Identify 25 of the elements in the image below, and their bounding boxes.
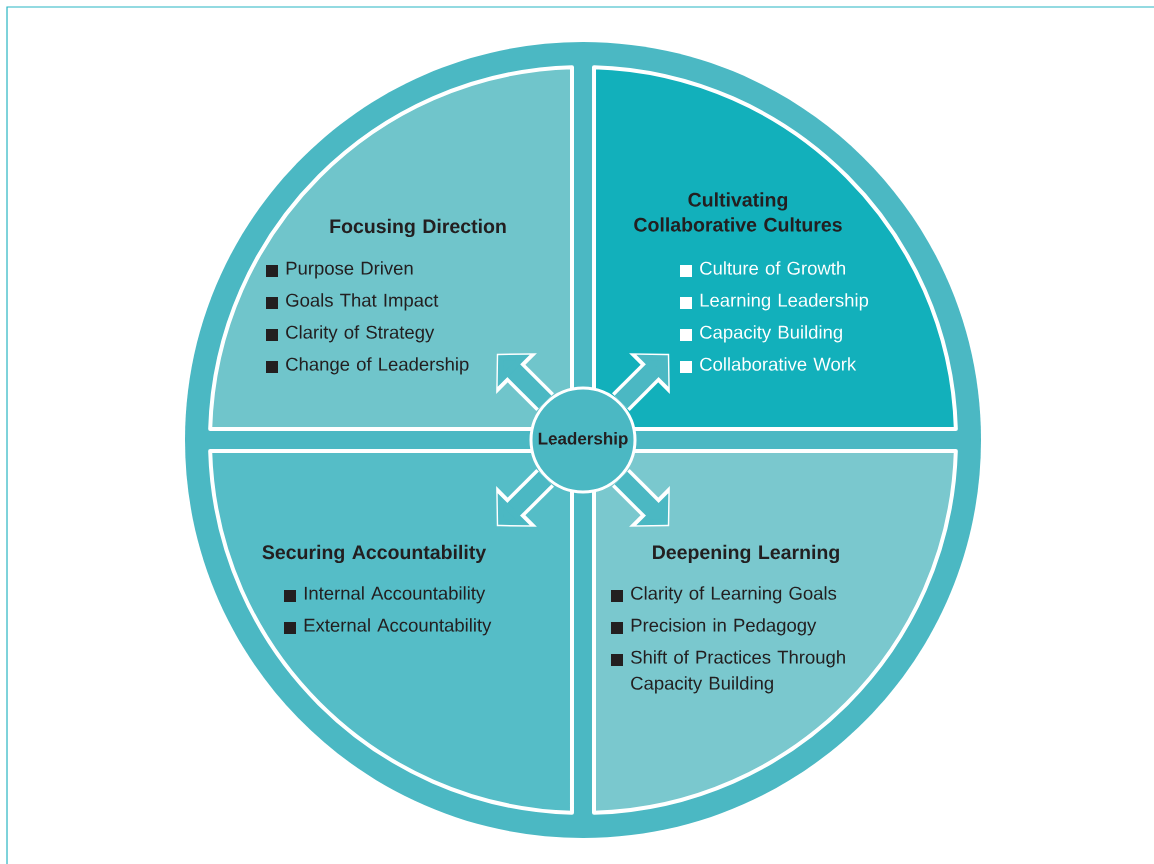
- quadrant-panel: [592, 449, 958, 815]
- panel-heading: Deepening Learning: [653, 544, 839, 564]
- panel-heading: Focusing Direction: [330, 218, 506, 238]
- quadrant-panel: [592, 65, 958, 431]
- panel-heading: Cultivating Collaborative Cultures: [634, 192, 842, 232]
- block-arrow: [611, 353, 670, 411]
- bullet-item: Collaborative Work: [700, 357, 857, 371]
- bullet-item: Precision in Pedagogy: [631, 618, 817, 636]
- bullet-item: Shift of Practices Through Capacity Building: [631, 650, 845, 694]
- bullet-item: Goals That Impact: [286, 293, 439, 311]
- bullet-item: Culture of Growth: [700, 261, 845, 275]
- bullet-item: Clarity of Learning Goals: [631, 586, 837, 604]
- quadrant-panel: [208, 65, 574, 431]
- bullet-item: Clarity of Strategy: [286, 325, 435, 343]
- panel-heading: Securing Accountability: [262, 544, 487, 564]
- quadrant-panel: [208, 449, 574, 815]
- block-arrow: [612, 469, 670, 527]
- bullet-item: Learning Leadership: [700, 293, 869, 311]
- bullet-item: Purpose Driven: [286, 261, 413, 279]
- bullet-item: External Accountability: [304, 618, 492, 636]
- bullet-item: Internal Accountability: [304, 586, 486, 604]
- bullet-item: Change of Leadership: [286, 357, 469, 375]
- block-arrow: [496, 353, 555, 411]
- bullet-item: Capacity Building: [700, 325, 842, 343]
- block-arrow: [496, 469, 554, 527]
